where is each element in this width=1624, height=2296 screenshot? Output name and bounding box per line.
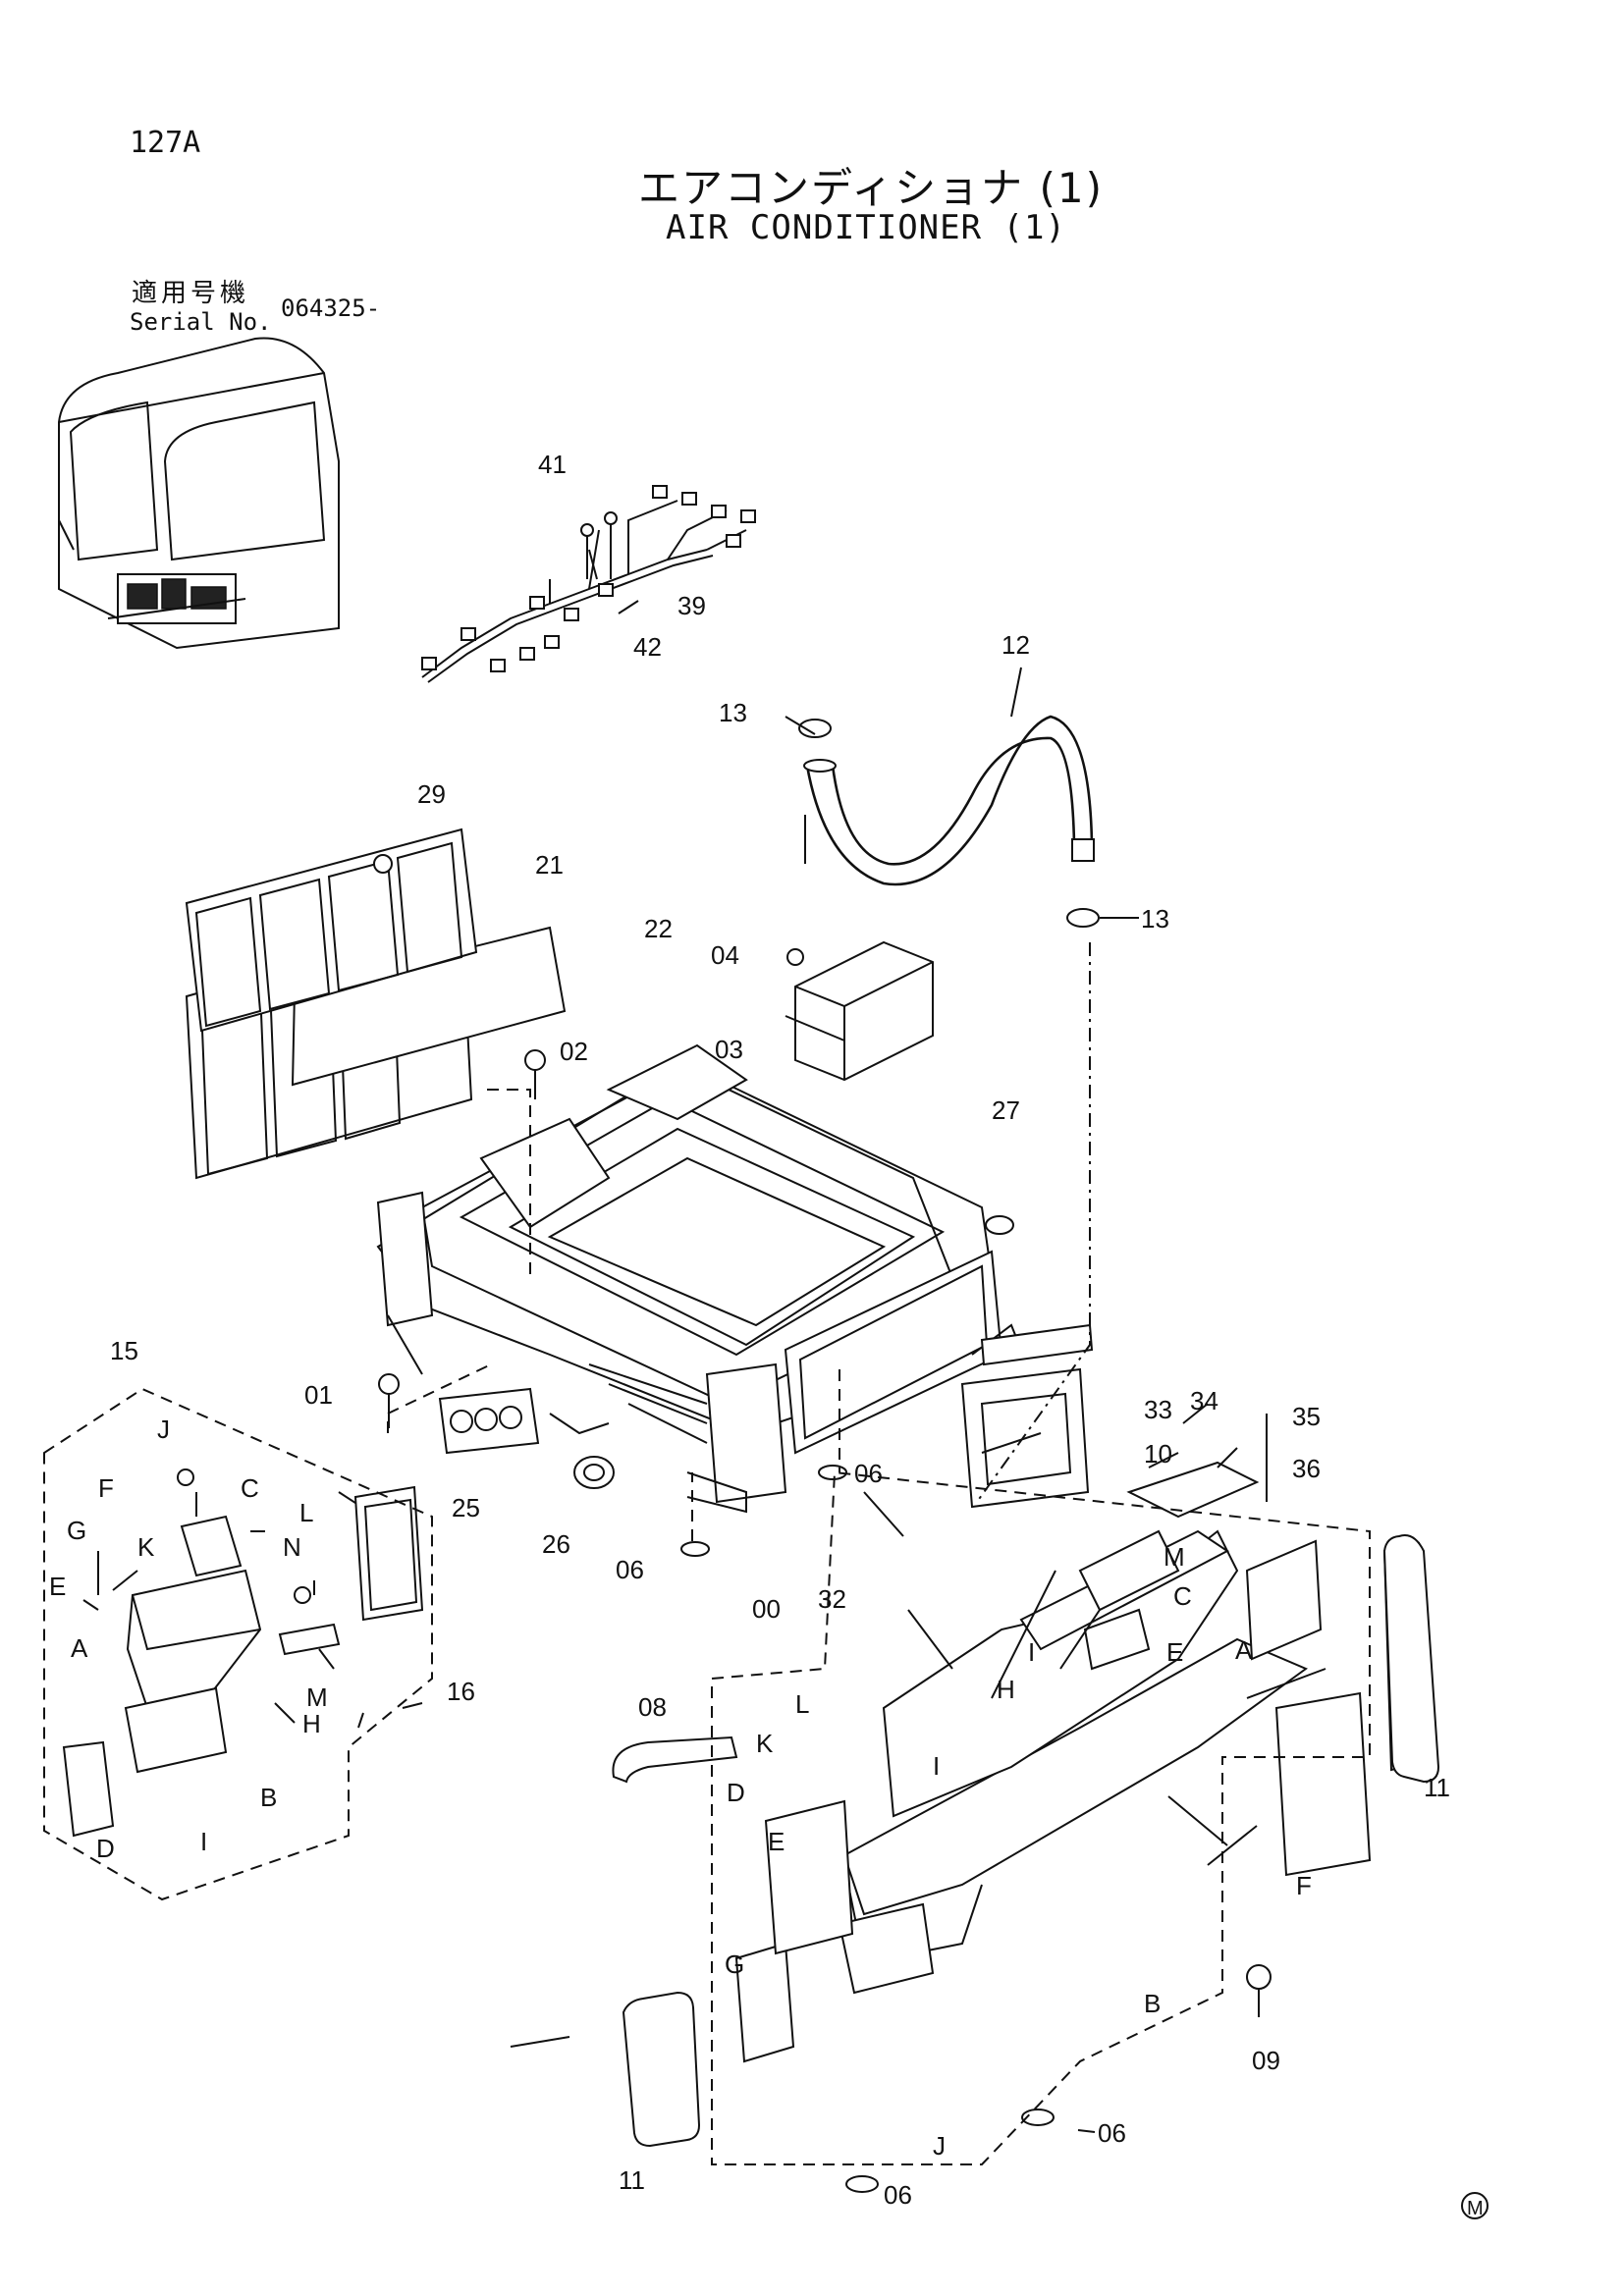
sub-right-label-E: E xyxy=(1166,1637,1183,1667)
sub-right-label-D: D xyxy=(727,1778,745,1807)
part-label-41: 41 xyxy=(538,450,567,479)
part-label-08: 08 xyxy=(638,1692,667,1722)
sub-left-label-C: C xyxy=(241,1473,259,1503)
sub-left-label-J: J xyxy=(157,1415,170,1444)
part-label-13-upper: 13 xyxy=(719,698,747,727)
part-label-21: 21 xyxy=(535,850,564,880)
sub-right-label-F: F xyxy=(1296,1871,1312,1900)
sub-left-label-G: G xyxy=(67,1516,86,1545)
sub-left-label-K: K xyxy=(137,1532,155,1562)
part-label-35: 35 xyxy=(1292,1402,1321,1431)
part-label-00: 00 xyxy=(752,1594,781,1624)
part-label-06-c: 06 xyxy=(1098,2118,1126,2148)
sub-right-label-I-2: I xyxy=(933,1751,940,1781)
part-label-02: 02 xyxy=(560,1037,588,1066)
page-number: 127A xyxy=(130,126,201,160)
footer-circled-mark: M xyxy=(1461,2192,1489,2219)
part-label-36: 36 xyxy=(1292,1454,1321,1483)
sub-right-label-J: J xyxy=(933,2131,946,2161)
serial-label-english: Serial No. xyxy=(130,308,272,336)
part-label-12: 12 xyxy=(1001,630,1030,660)
sub-left-label-I: I xyxy=(200,1827,207,1856)
part-label-39: 39 xyxy=(677,591,706,620)
sub-right-label-G: G xyxy=(725,1949,744,1979)
air-conditioner-unit xyxy=(376,1043,1022,1514)
drain-hose xyxy=(798,715,1100,928)
part-label-06-a: 06 xyxy=(854,1459,883,1488)
part-label-42: 42 xyxy=(633,632,662,662)
sub-left-label-H: H xyxy=(302,1709,321,1738)
sub-right-label-C: C xyxy=(1173,1581,1192,1611)
page-title-english: AIR CONDITIONER (1) xyxy=(666,208,1066,247)
sub-right-label-E-2: E xyxy=(768,1827,785,1856)
sub-left-label-F: F xyxy=(98,1473,114,1503)
sub-right-label-L: L xyxy=(795,1689,809,1719)
part-label-11-right: 11 xyxy=(1424,1773,1450,1802)
sub-right-label-K: K xyxy=(756,1729,774,1758)
part-label-13-lower: 13 xyxy=(1141,904,1169,934)
part-label-15: 15 xyxy=(110,1336,138,1365)
part-label-10: 10 xyxy=(1144,1439,1172,1468)
serial-number-value: 064325- xyxy=(281,294,381,322)
part-label-26: 26 xyxy=(542,1529,570,1559)
sub-left-label-L: L xyxy=(299,1498,313,1527)
sub-left-label-M: M xyxy=(306,1682,328,1712)
part-label-11-left: 11 xyxy=(619,2165,645,2195)
footer-mark-letter: M xyxy=(1467,2198,1484,2219)
part-label-06-b: 06 xyxy=(616,1555,644,1584)
part-label-03: 03 xyxy=(715,1035,743,1064)
sub-right-label-I: I xyxy=(1028,1637,1035,1667)
sub-left-label-N: N xyxy=(283,1532,301,1562)
part-label-06-d: 06 xyxy=(884,2180,912,2210)
control-box xyxy=(785,940,934,1082)
small-parts xyxy=(338,1049,1014,1557)
sub-left-label-D: D xyxy=(96,1834,115,1863)
damper-subassembly xyxy=(62,1468,424,1838)
sub-right-label-M: M xyxy=(1164,1542,1185,1572)
sub-left-label-B: B xyxy=(260,1783,277,1812)
wire-harness xyxy=(421,485,756,683)
part-label-16: 16 xyxy=(447,1677,475,1706)
leader-lines xyxy=(43,549,1371,2165)
part-label-25: 25 xyxy=(452,1493,480,1522)
air-filters xyxy=(185,828,567,1180)
part-label-34: 34 xyxy=(1190,1386,1218,1415)
cab-illustration xyxy=(58,337,340,650)
part-label-33: 33 xyxy=(1144,1395,1172,1424)
part-label-04: 04 xyxy=(711,940,739,970)
duct-assembly xyxy=(612,1323,1440,2193)
part-label-32: 32 xyxy=(818,1584,846,1614)
sub-left-label-E: E xyxy=(49,1572,66,1601)
page-title-japanese: エアコンディショナ (1) xyxy=(638,164,1104,212)
part-label-01: 01 xyxy=(304,1380,333,1410)
sub-right-label-H: H xyxy=(997,1675,1015,1704)
serial-label-japanese: 適用号機 xyxy=(132,279,250,308)
part-label-09: 09 xyxy=(1252,2046,1280,2075)
part-label-27: 27 xyxy=(992,1095,1020,1125)
part-label-29: 29 xyxy=(417,779,446,809)
sub-left-label-A: A xyxy=(71,1633,88,1663)
sub-right-label-A: A xyxy=(1235,1635,1253,1665)
part-label-22: 22 xyxy=(644,914,673,943)
sub-right-label-B: B xyxy=(1144,1989,1161,2018)
